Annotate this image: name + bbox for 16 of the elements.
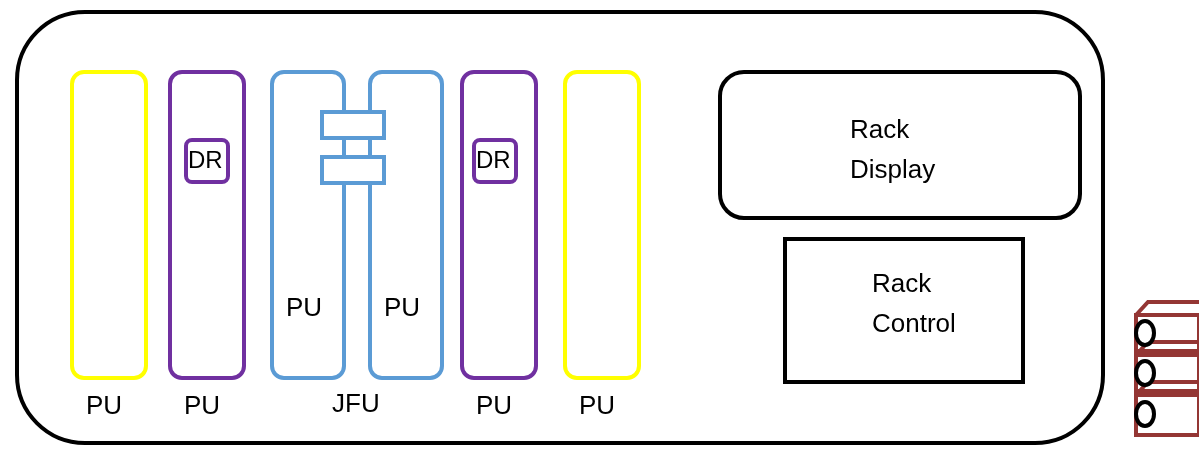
drive-box [472, 138, 518, 184]
group-label: JFU [332, 390, 380, 416]
drive-box [184, 138, 230, 184]
unit-label: PU [384, 294, 421, 320]
unit-label: PU [86, 392, 123, 418]
drive-label: DR [476, 148, 511, 172]
unit-label: PU [184, 392, 221, 418]
unit-label: PU [286, 294, 323, 320]
box-label: Rack Control [872, 267, 957, 340]
display-box [718, 70, 1082, 220]
drive-label: DR [188, 148, 223, 172]
unit-label: PU [476, 392, 513, 418]
box-label: Rack Display [850, 113, 937, 186]
control-box [783, 237, 1025, 384]
unit-label: PU [579, 392, 616, 418]
rack-outline [15, 10, 1105, 445]
